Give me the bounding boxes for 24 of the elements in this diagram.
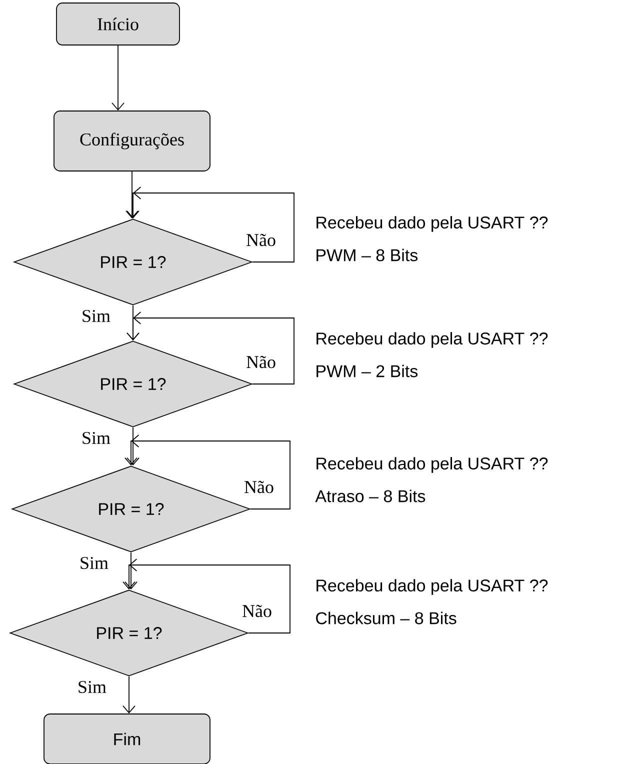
annotation-text: Checksum – 8 Bits [316,612,456,624]
arrow [122,676,136,714]
loop-arrow [126,312,294,384]
annotation-text: Recebeu dado pela USART ?? [316,216,548,232]
arrow [112,45,124,111]
process-box: Configurações [54,110,210,172]
annotation-text: Atraso – 8 Bits [315,490,426,502]
terminal-box: Fim [44,714,210,764]
arrow [124,552,138,590]
loop-arrow [124,434,290,510]
arrow [126,427,140,466]
edge-label: Sim [82,310,110,322]
edge-label: Sim [78,680,106,694]
annotation-text: PWM – 8 Bits [316,248,418,262]
terminal-box: Início [56,2,180,46]
annotation-text: Recebeu dado pela USART ?? [316,579,548,595]
annotation-text: Recebeu dado pela USART ?? [316,332,548,348]
loop-arrow [126,186,294,262]
edge-label: Sim [80,556,108,570]
arrow [126,171,138,219]
loop-arrow [122,558,290,634]
annotation-text: PWM – 2 Bits [316,364,418,378]
annotation-text: Recebeu dado pela USART ?? [316,457,548,473]
edge-label: Sim [82,432,110,444]
